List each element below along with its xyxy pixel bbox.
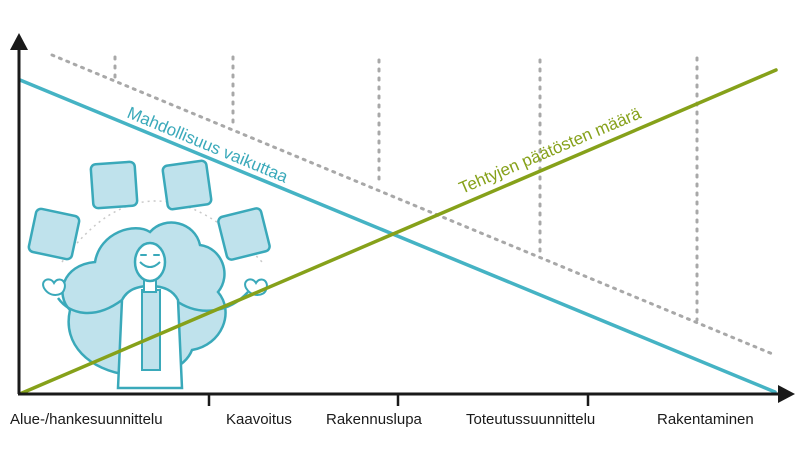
phase-label: Alue-/hankesuunnittelu — [10, 411, 163, 428]
left-hand — [42, 278, 66, 296]
box-icon — [27, 207, 81, 261]
left-arm — [56, 297, 123, 315]
shirt — [141, 289, 161, 371]
decisions-line — [20, 68, 778, 395]
box-icon — [89, 160, 139, 210]
face — [133, 241, 167, 283]
phase-label: Kaavoitus — [226, 411, 292, 428]
influence-line — [18, 78, 777, 394]
phase-labels: Alue-/hankesuunnittelu Kaavoitus Rakennu… — [10, 411, 754, 428]
phase-label: Rakentaminen — [657, 411, 754, 428]
phase-label: Rakennuslupa — [326, 411, 423, 428]
person-juggling-boxes-icon — [27, 159, 271, 390]
axes — [10, 33, 795, 406]
x-axis-arrow-icon — [778, 385, 795, 403]
y-axis-arrow-icon — [10, 33, 28, 50]
phase-drop-lines — [113, 55, 699, 322]
box-icon — [161, 159, 213, 211]
box-icon — [217, 207, 271, 261]
decisions-line-label: Tehtyjen päätösten määrä — [456, 104, 644, 198]
phase-label: Toteutussuunnittelu — [466, 411, 595, 428]
dotted-cost-line — [50, 53, 777, 357]
